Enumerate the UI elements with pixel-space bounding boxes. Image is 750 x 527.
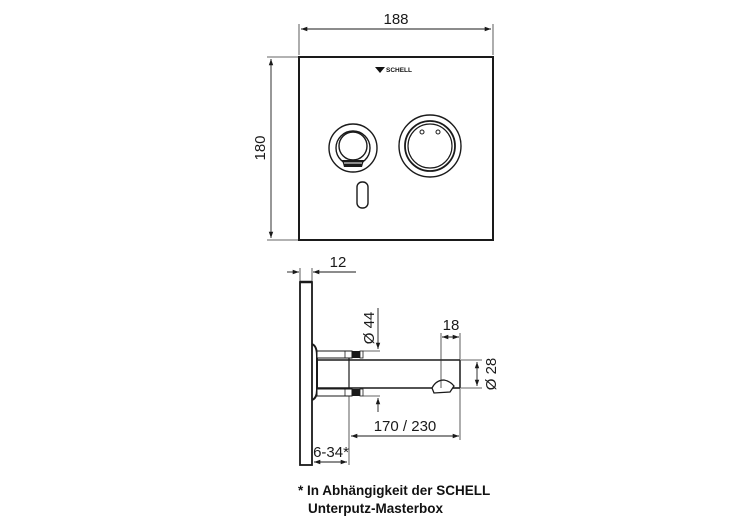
projection-label: 170 / 230 — [374, 418, 437, 435]
side-view: 12 Ø 44 18 Ø 28 170 / 230 — [287, 254, 500, 466]
base-diameter-dimension: Ø 44 — [361, 308, 381, 412]
footnote-line-1: * In Abhängigkeit der SCHELL — [298, 483, 491, 498]
wall-depth-dimension: 6-34* — [313, 444, 349, 465]
width-dim-label: 188 — [383, 11, 408, 28]
height-dim-label: 180 — [252, 135, 269, 160]
spout-diameter-label: Ø 28 — [483, 358, 500, 391]
wall-depth-label: 6-34* — [313, 444, 349, 461]
projection-dimension: 170 / 230 — [348, 396, 459, 465]
footnote: * In Abhängigkeit der SCHELL Unterputz-M… — [298, 482, 490, 518]
height-dimension: 180 — [252, 56, 298, 241]
width-dimension: 188 — [298, 11, 494, 55]
base-diameter-label: Ø 44 — [361, 312, 378, 345]
dial-icon — [398, 114, 462, 178]
schell-logo: SCHELL — [375, 67, 412, 74]
spout-diameter-dimension: Ø 28 — [461, 358, 500, 391]
plate-thickness-label: 12 — [330, 254, 347, 271]
outlet-aerator — [431, 379, 455, 394]
footnote-line-2: Unterputz-Masterbox — [308, 501, 444, 516]
plate-thickness-dimension: 12 — [287, 254, 356, 281]
spout-collar — [316, 350, 364, 397]
outlet-width-label: 18 — [443, 317, 460, 334]
front-view: SCHELL 188 — [252, 11, 494, 241]
side-plate — [299, 281, 313, 466]
brand-label: SCHELL — [386, 67, 412, 74]
front-plate — [298, 56, 494, 241]
spout — [317, 358, 461, 394]
outlet-width-dimension: 18 — [440, 317, 461, 440]
push-button-icon — [328, 123, 378, 173]
sensor-window — [356, 181, 369, 209]
